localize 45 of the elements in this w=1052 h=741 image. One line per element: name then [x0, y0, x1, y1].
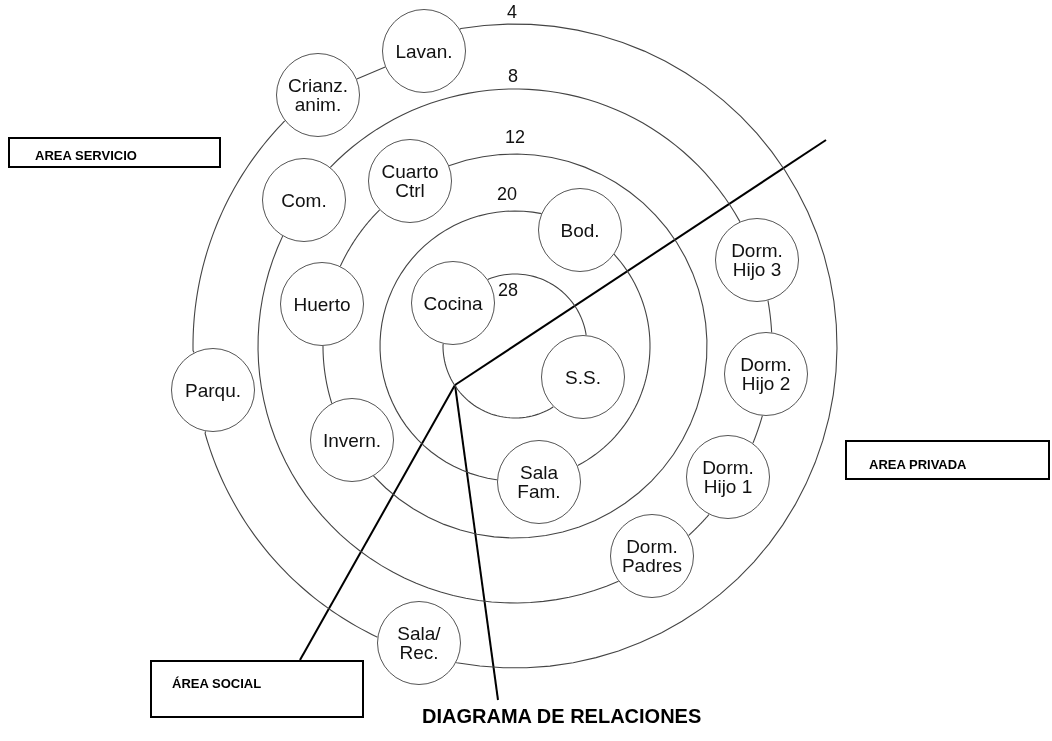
room-name: Lavan.	[394, 41, 454, 61]
room-name: Parqu.	[184, 380, 242, 400]
room-name: Bod.	[559, 220, 601, 240]
room-name: Sala/ Rec.	[396, 624, 442, 662]
relation-line	[577, 253, 651, 467]
room-name: S.S.	[564, 367, 602, 387]
room-name: Cuarto Ctrl	[380, 162, 440, 200]
room-name: Dorm. Padres	[620, 537, 684, 575]
relation-line	[379, 210, 543, 481]
relation-line	[356, 66, 386, 80]
room-name: Cocina	[422, 293, 484, 313]
relation-line	[257, 235, 620, 604]
zone-name: ÁREA SOCIAL	[172, 676, 262, 691]
relation-weight: 20	[497, 185, 518, 203]
room-name: Huerto	[292, 294, 352, 314]
relation-line	[442, 343, 554, 419]
room-name: Dorm. Hijo 1	[701, 458, 755, 496]
relation-line	[372, 153, 708, 539]
relation-line	[329, 88, 741, 224]
relation-line	[487, 273, 587, 336]
relation-weight: 28	[498, 281, 519, 299]
zone-name: AREA PRIVADA	[869, 457, 967, 472]
relation-line	[322, 345, 333, 404]
room-name: Crianz. anim.	[286, 76, 350, 114]
relation-line	[339, 209, 381, 267]
relation-line	[752, 415, 763, 444]
zone-box	[8, 137, 221, 168]
room-name: Dorm. Hijo 3	[730, 241, 784, 279]
relation-weight: 12	[505, 128, 526, 146]
zone-box	[150, 660, 364, 718]
relation-line	[204, 430, 378, 638]
zone-box	[845, 440, 1050, 480]
zone-name: AREA SERVICIO	[35, 148, 137, 163]
relation-weight: 8	[508, 67, 518, 85]
diagram-title: DIAGRAMA DE RELACIONES	[422, 705, 702, 728]
relation-line	[767, 299, 773, 334]
relation-line	[192, 120, 286, 354]
relation-weight: 4	[507, 3, 517, 21]
relation-line	[455, 23, 838, 669]
relation-line	[688, 513, 710, 537]
room-name: Com.	[280, 190, 328, 210]
room-name: Dorm. Hijo 2	[739, 355, 793, 393]
room-circle	[310, 398, 394, 482]
room-name: Invern.	[321, 430, 383, 450]
room-name: Sala Fam.	[516, 463, 562, 501]
